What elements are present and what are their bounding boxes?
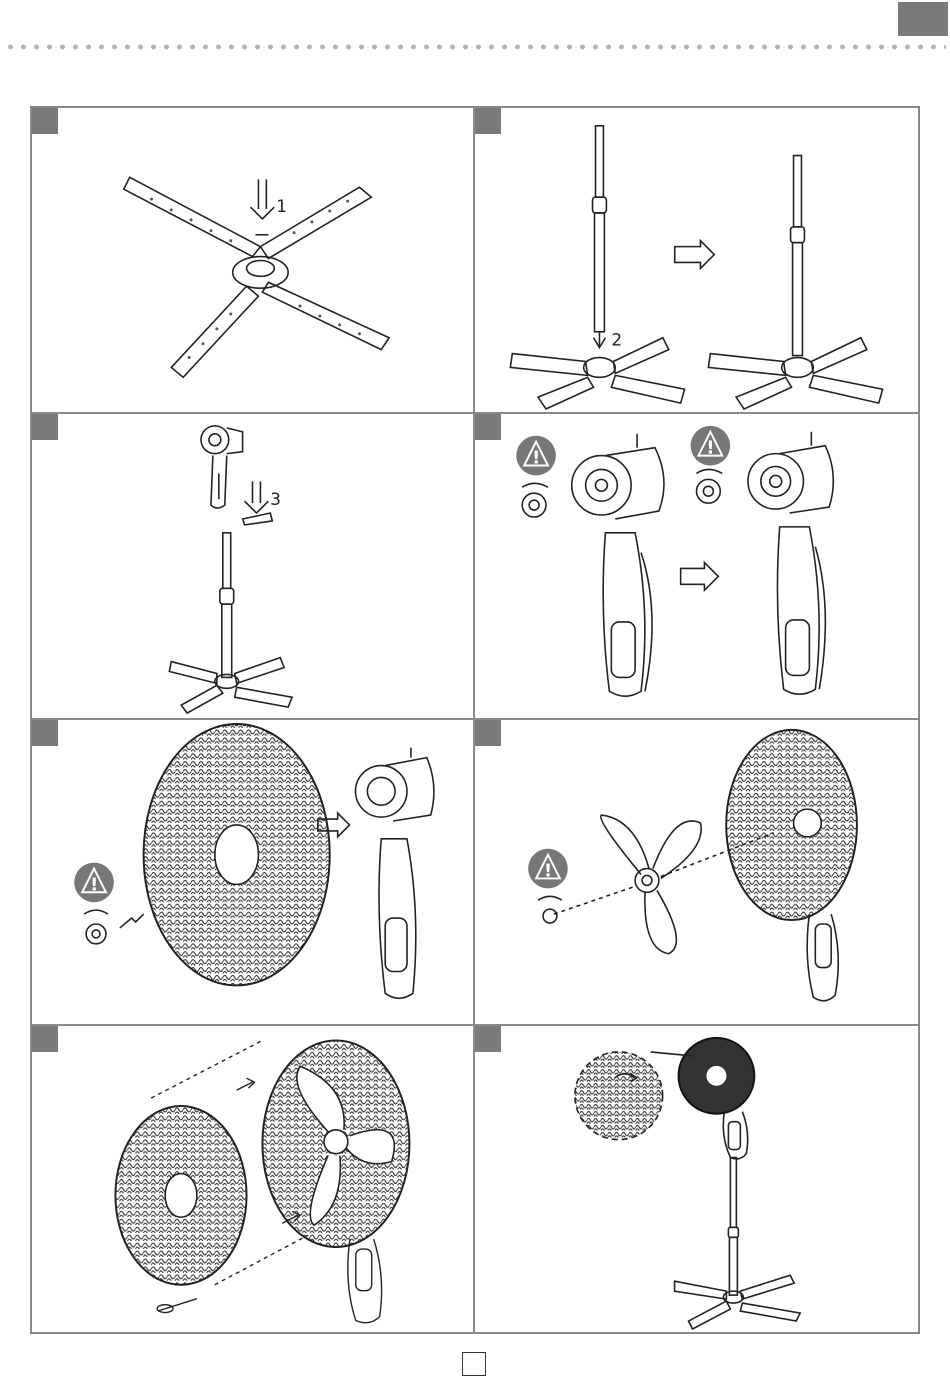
svg-text:!: ! [706, 438, 714, 459]
rear-grille-illustration: ! [32, 720, 473, 1024]
step-panel-3: 3 [32, 414, 475, 720]
warning-icon: ! [528, 849, 568, 889]
nut-removal-illustration: ! ! [475, 414, 918, 718]
svg-text:!: ! [532, 448, 540, 469]
warning-icon: ! [74, 863, 114, 903]
step-panel-2: 2 [475, 108, 918, 414]
front-grille-illustration [32, 1026, 473, 1332]
dotted-divider [4, 43, 946, 51]
callout-number-3: 3 [270, 489, 281, 509]
assembly-grid: 1 [30, 106, 920, 1334]
corner-tab [898, 2, 948, 36]
warning-icon: ! [516, 436, 556, 476]
step-panel-7 [32, 1026, 475, 1332]
callout-number-2: 2 [611, 330, 622, 350]
finished-fan-illustration [475, 1026, 918, 1332]
head-attach-illustration: 3 [32, 414, 473, 718]
svg-text:!: ! [544, 860, 552, 881]
page-number-box [462, 1352, 486, 1376]
warning-icon: ! [691, 426, 731, 466]
svg-text:!: ! [90, 874, 98, 895]
step-panel-6: ! [475, 720, 918, 1026]
step-panel-4: ! ! [475, 414, 918, 720]
pole-insert-illustration: 2 [475, 108, 918, 412]
step-panel-8 [475, 1026, 918, 1332]
callout-number-1: 1 [276, 196, 287, 216]
base-cross-illustration: 1 [32, 108, 473, 412]
step-panel-1: 1 [32, 108, 475, 414]
step-panel-5: ! [32, 720, 475, 1026]
blade-mount-illustration: ! [475, 720, 918, 1024]
